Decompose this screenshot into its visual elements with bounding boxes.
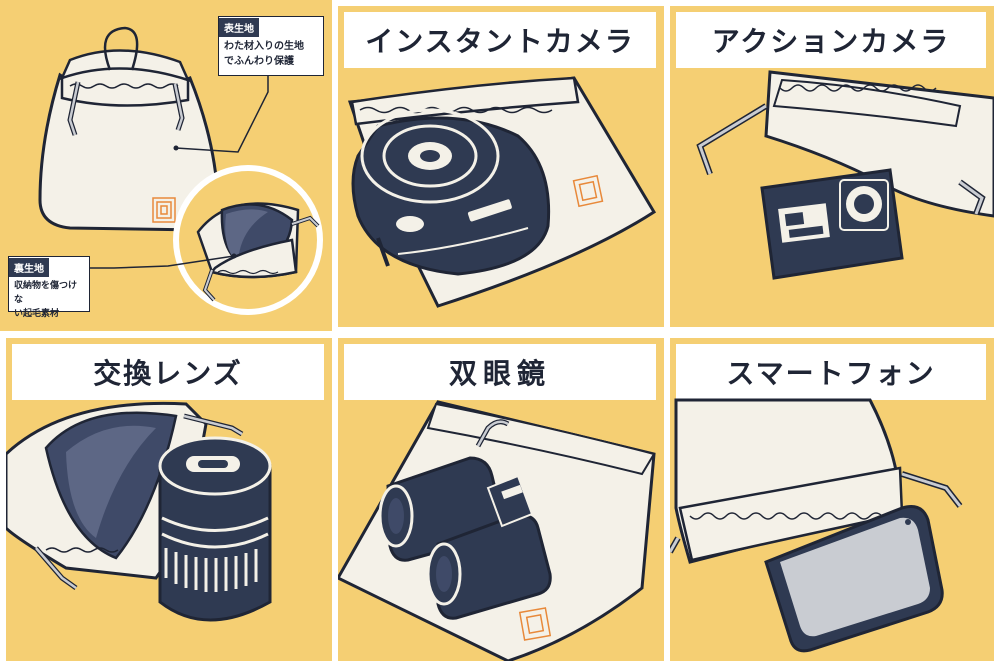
inner-fabric-tag: 裏生地 [9, 258, 49, 277]
outer-fabric-description: わた材入りの生地 でふんわり保護 [224, 41, 304, 67]
use-title: 交換レンズ [93, 357, 243, 390]
outer-fabric-tag: 表生地 [219, 18, 259, 37]
use-title-box: 交換レンズ [12, 344, 324, 400]
use-title-box: スマートフォン [676, 344, 986, 400]
use-title-box: 双眼鏡 [344, 344, 656, 400]
use-panel-instant-camera: インスタントカメラ [338, 6, 664, 327]
features-panel: 表生地 わた材入りの生地 でふんわり保護 裏生地 収納物を傷つけな い起毛素材 [0, 0, 332, 331]
use-title: スマートフォン [726, 357, 936, 390]
use-title-box: アクションカメラ [676, 12, 986, 68]
instant-camera-icon [347, 76, 657, 308]
binoculars-icon [338, 400, 656, 661]
use-panel-binoculars: 双眼鏡 [338, 338, 664, 661]
use-panel-action-camera: アクションカメラ [670, 6, 994, 327]
use-title-box: インスタントカメラ [344, 12, 656, 68]
outer-fabric-callout: 表生地 わた材入りの生地 でふんわり保護 [218, 16, 324, 76]
pouch-cutaway-illustration [38, 26, 323, 315]
inner-fabric-description: 収納物を傷つけな い起毛素材 [14, 281, 78, 319]
camera-lens-icon [6, 401, 272, 622]
use-title: インスタントカメラ [365, 25, 635, 58]
action-camera-icon [696, 70, 994, 280]
use-panel-smartphone: スマートフォン [670, 338, 994, 661]
use-title: 双眼鏡 [448, 357, 551, 390]
use-panel-lens: 交換レンズ [6, 338, 332, 661]
use-title: アクションカメラ [711, 25, 951, 58]
inner-fabric-callout: 裏生地 収納物を傷つけな い起毛素材 [8, 256, 90, 319]
smartphone-icon [670, 398, 963, 653]
